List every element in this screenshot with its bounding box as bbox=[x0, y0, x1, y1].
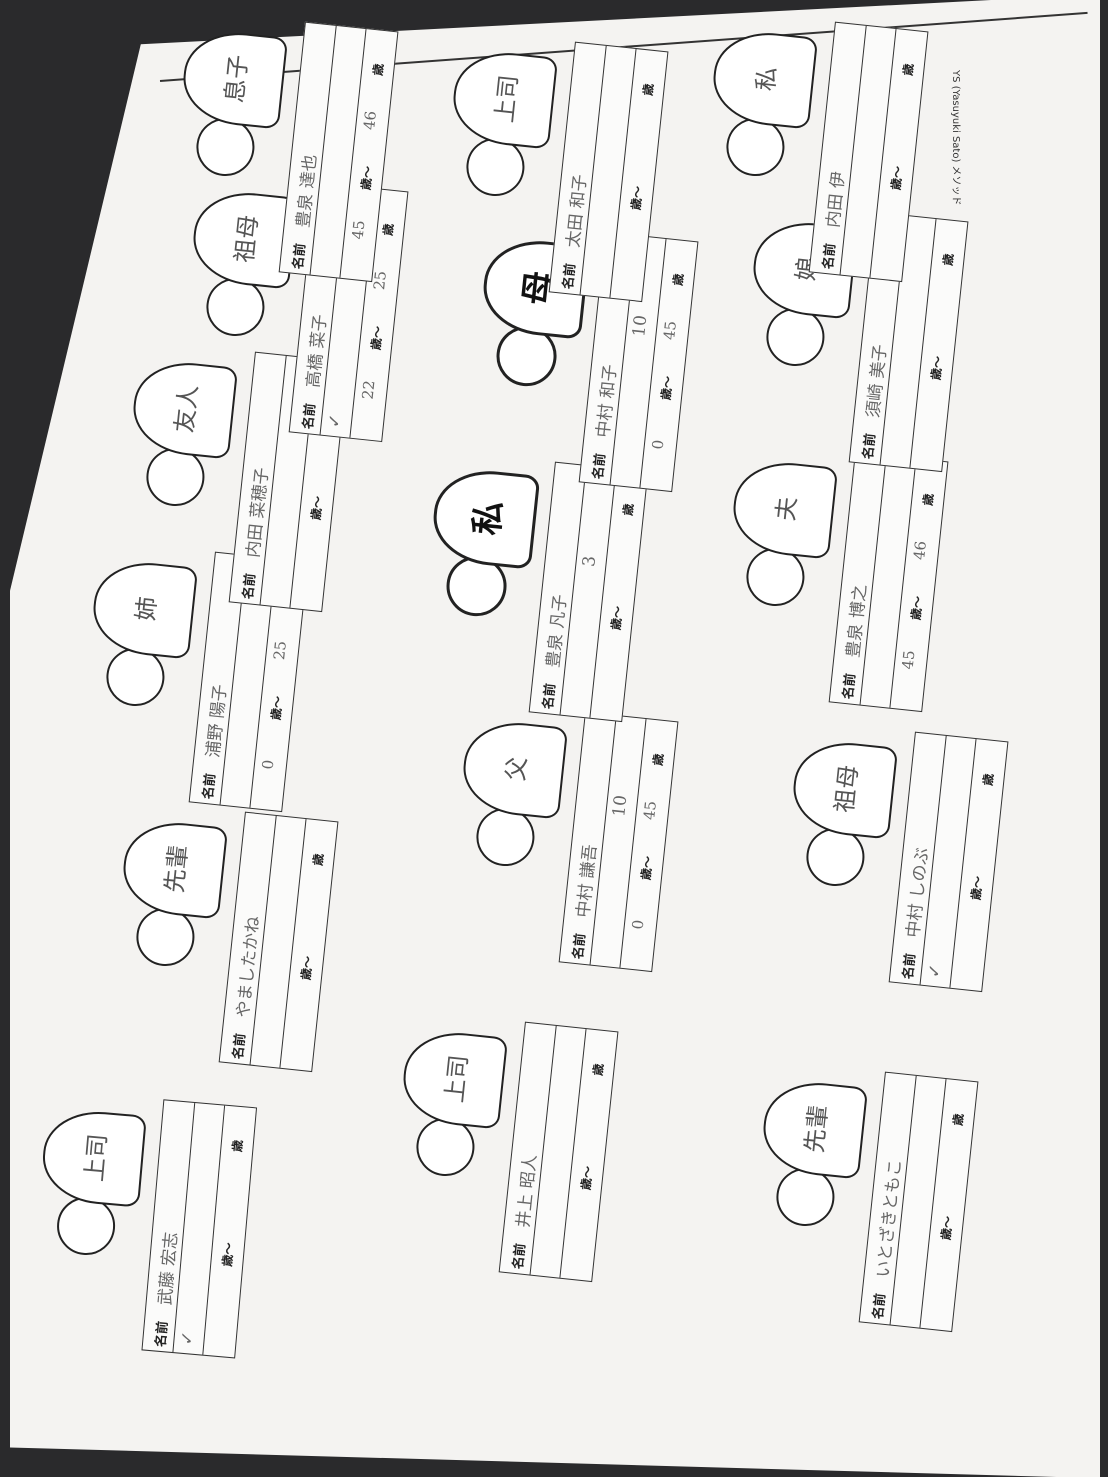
card-divider bbox=[339, 28, 367, 278]
card-divider bbox=[202, 1105, 226, 1355]
name-label: 名前 bbox=[511, 1242, 529, 1271]
card-divider bbox=[559, 1028, 587, 1278]
card-divider bbox=[869, 28, 897, 278]
age-to-label: 歳 bbox=[590, 1062, 606, 1077]
card-divider bbox=[559, 465, 587, 715]
age-from-label: 歳〜 bbox=[658, 375, 676, 401]
age-to-value: 45 bbox=[660, 319, 680, 341]
age-to-label: 歳 bbox=[940, 252, 956, 267]
age-from-label: 歳〜 bbox=[888, 165, 906, 191]
age-from-label: 歳〜 bbox=[938, 1215, 956, 1241]
name-label: 名前 bbox=[231, 1032, 249, 1061]
extra-value: 10 bbox=[609, 794, 632, 818]
card-divider bbox=[529, 1025, 557, 1275]
age-from-label: 歳〜 bbox=[220, 1241, 237, 1268]
age-from-label: 歳〜 bbox=[908, 595, 926, 621]
name-label: 名前 bbox=[821, 242, 839, 271]
name-value: 内田 菜穂子 bbox=[243, 466, 273, 559]
name-label: 名前 bbox=[571, 932, 589, 961]
age-from-label: 歳〜 bbox=[358, 165, 376, 191]
age-to-label: 歳 bbox=[620, 502, 636, 517]
card-divider bbox=[579, 45, 607, 295]
age-from-value: 0 bbox=[628, 918, 648, 931]
card-divider bbox=[619, 718, 647, 968]
card-divider bbox=[589, 715, 617, 965]
age-from-value: 22 bbox=[358, 379, 379, 401]
age-to-label: 歳 bbox=[650, 752, 666, 767]
age-to-value: 45 bbox=[640, 799, 660, 821]
age-from-label: 歳〜 bbox=[628, 185, 646, 211]
age-to-label: 歳 bbox=[380, 222, 396, 237]
card-divider bbox=[859, 455, 887, 705]
name-label: 名前 bbox=[241, 572, 259, 601]
check-mark: ✓ bbox=[177, 1330, 199, 1347]
card-divider bbox=[172, 1102, 196, 1353]
card-divider bbox=[279, 818, 307, 1068]
name-label: 名前 bbox=[291, 242, 309, 271]
card-divider bbox=[949, 738, 977, 988]
check-mark: ✓ bbox=[324, 412, 346, 430]
age-from-value: 0 bbox=[258, 758, 278, 771]
extra-value: 10 bbox=[629, 314, 652, 338]
age-to-label: 歳 bbox=[950, 1112, 966, 1127]
name-label: 名前 bbox=[153, 1320, 172, 1348]
age-from-value: 45 bbox=[348, 219, 369, 241]
footer-credit: YS (Yasuyuki Sato) メソッド bbox=[950, 70, 961, 206]
name-label: 名前 bbox=[561, 262, 579, 291]
name-label: 名前 bbox=[201, 772, 219, 801]
age-from-label: 歳〜 bbox=[638, 855, 656, 881]
card-divider bbox=[609, 48, 637, 298]
age-to-label: 歳 bbox=[230, 1139, 246, 1153]
age-to-value: 25 bbox=[270, 639, 290, 661]
name-value: 中村 しのぶ bbox=[903, 846, 933, 939]
name-value: やましたかね bbox=[233, 915, 265, 1019]
age-from-label: 歳〜 bbox=[268, 695, 286, 721]
age-to-label: 歳 bbox=[900, 62, 916, 77]
age-from-label: 歳〜 bbox=[308, 495, 326, 521]
name-label: 名前 bbox=[841, 672, 859, 701]
card-divider bbox=[919, 1078, 947, 1328]
age-from-value: 45 bbox=[898, 649, 919, 671]
age-from-label: 歳〜 bbox=[298, 955, 316, 981]
extra-value: 3 bbox=[579, 554, 601, 568]
age-to-label: 歳 bbox=[370, 62, 386, 77]
card-divider bbox=[589, 468, 617, 718]
age-to-value: 46 bbox=[910, 539, 930, 561]
age-from-label: 歳〜 bbox=[608, 605, 626, 631]
check-mark: ✓ bbox=[924, 962, 946, 980]
age-to-label: 歳 bbox=[640, 82, 656, 97]
card-divider bbox=[839, 25, 867, 275]
name-label: 名前 bbox=[301, 402, 319, 431]
name-label: 名前 bbox=[871, 1292, 889, 1321]
name-label: 名前 bbox=[901, 952, 919, 981]
age-from-label: 歳〜 bbox=[968, 875, 986, 901]
age-to-label: 歳 bbox=[310, 852, 326, 867]
age-to-label: 歳 bbox=[670, 272, 686, 287]
age-to-label: 歳 bbox=[920, 492, 936, 507]
age-from-value: 0 bbox=[648, 438, 668, 451]
age-from-label: 歳〜 bbox=[578, 1165, 596, 1191]
name-label: 名前 bbox=[541, 682, 559, 711]
age-to-value: 46 bbox=[360, 109, 380, 131]
card-divider bbox=[909, 218, 937, 468]
age-from-label: 歳〜 bbox=[928, 355, 946, 381]
age-from-label: 歳〜 bbox=[368, 325, 386, 351]
name-label: 名前 bbox=[861, 432, 879, 461]
card-divider bbox=[309, 25, 337, 275]
name-label: 名前 bbox=[591, 452, 609, 481]
age-to-label: 歳 bbox=[980, 772, 996, 787]
card-divider bbox=[889, 458, 917, 708]
